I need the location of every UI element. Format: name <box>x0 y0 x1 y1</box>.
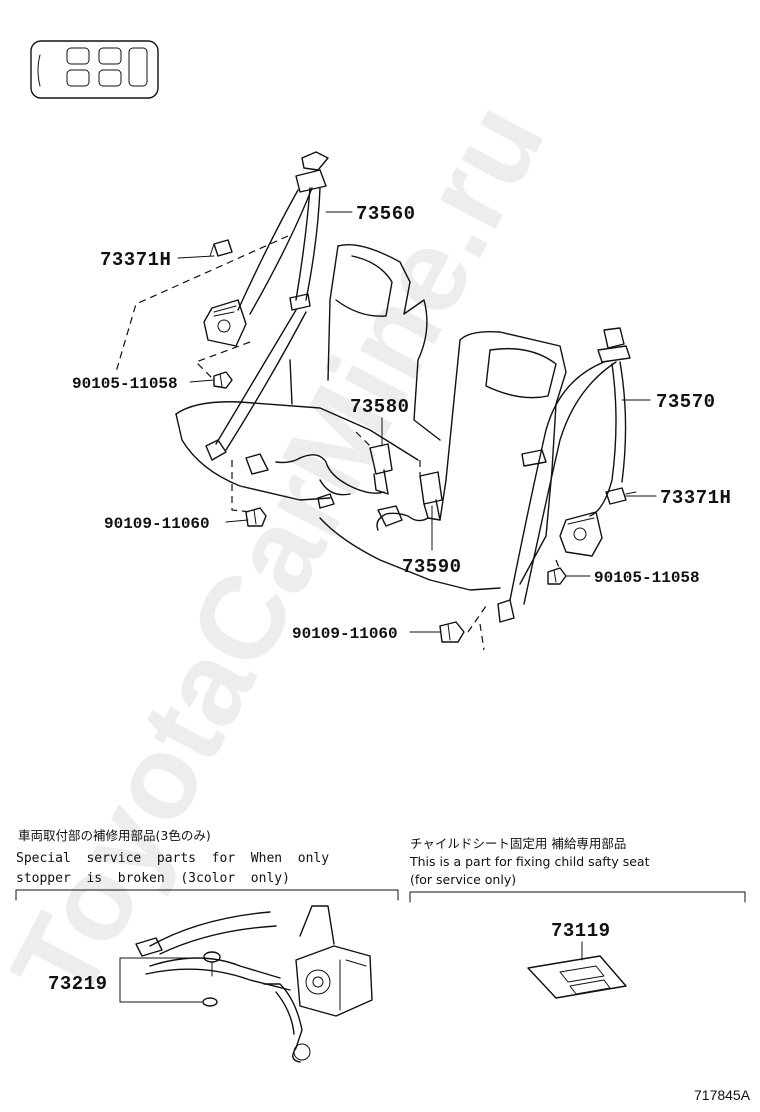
figure-id: 717845A <box>694 1087 751 1103</box>
callout-90109-center: 90109-11060 <box>292 625 398 643</box>
box-left-title-jp: 車両取付部の補修用部品(3色のみ) <box>18 828 211 843</box>
bolt-90109-center <box>439 621 465 643</box>
callout-73371H-left: 73371H <box>100 249 171 271</box>
callout-90105-left: 90105-11058 <box>72 375 178 393</box>
callout-73580: 73580 <box>350 396 410 418</box>
box-right-line2: (for service only) <box>410 872 516 887</box>
leader-lines <box>177 211 657 633</box>
box-right-line1: This is a part for fixing child safty se… <box>409 854 650 869</box>
bolt-90109-left <box>245 507 267 527</box>
callout-90109-left: 90109-11060 <box>104 515 210 533</box>
service-box-left: 車両取付部の補修用部品(3色のみ) Special service parts … <box>15 828 399 1063</box>
vehicle-location-icon <box>30 40 159 99</box>
seat-belt-73560 <box>203 151 329 461</box>
seat-belt-73570 <box>497 327 631 623</box>
callout-73119: 73119 <box>551 920 611 942</box>
callout-73590: 73590 <box>402 556 462 578</box>
callout-73570: 73570 <box>656 391 716 413</box>
box-left-line1: Special service parts for When only <box>16 851 329 866</box>
callout-73371H-right: 73371H <box>660 487 731 509</box>
cover-73371H-right <box>605 487 637 505</box>
callout-73560: 73560 <box>356 203 416 225</box>
bolt-90105-right <box>547 567 567 585</box>
bolt-90105-left <box>213 371 233 389</box>
box-right-title-jp: チャイルドシート固定用 補給専用部品 <box>410 836 626 851</box>
service-box-right: チャイルドシート固定用 補給専用部品 This is a part for fi… <box>409 836 746 999</box>
buckle-73590 <box>376 471 443 531</box>
seat-outline-right <box>319 330 567 591</box>
attachment-dashed-lines <box>115 235 561 651</box>
box-left-line2: stopper is broken (3color only) <box>16 871 290 886</box>
callout-73219: 73219 <box>48 973 108 995</box>
cover-73371H-left <box>209 239 233 257</box>
seat-outline-left <box>175 244 441 501</box>
callout-90105-right: 90105-11058 <box>594 569 700 587</box>
